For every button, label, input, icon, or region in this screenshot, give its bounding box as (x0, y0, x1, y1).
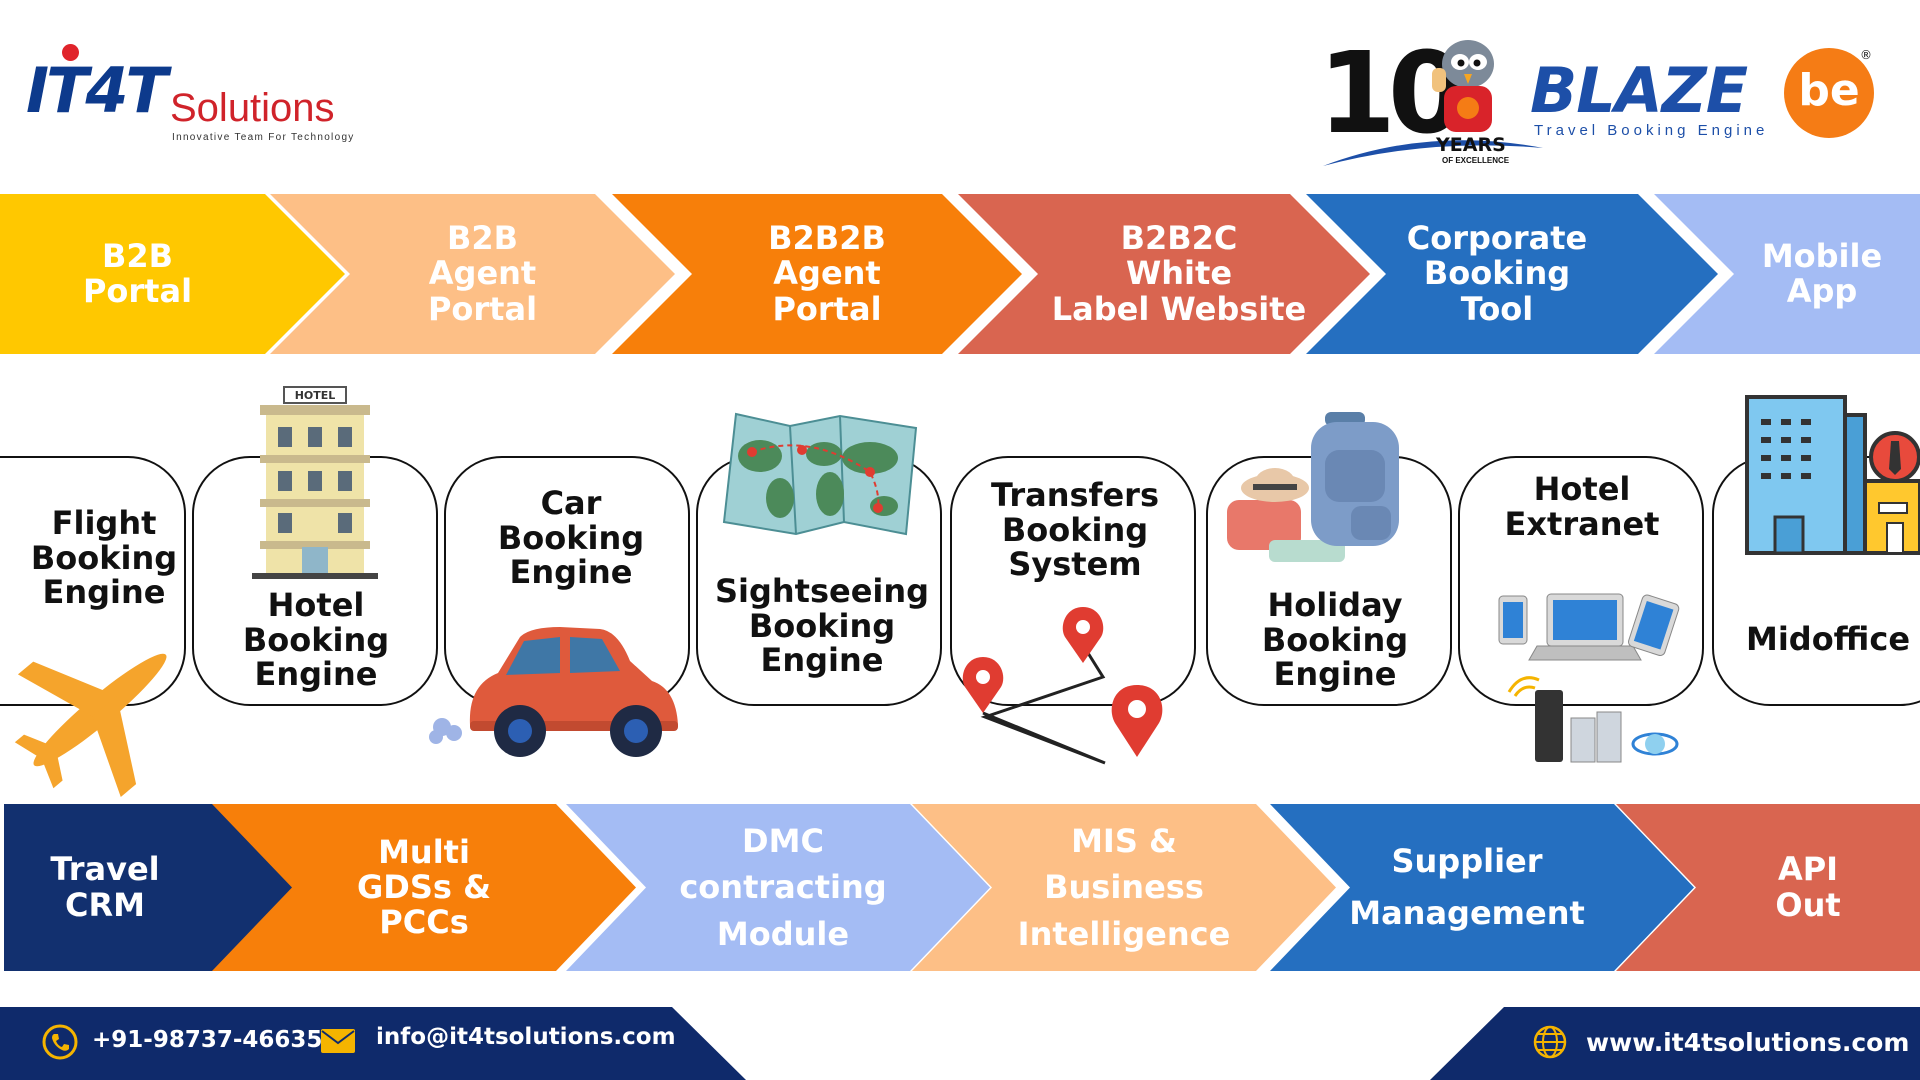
footer-website[interactable]: www.it4tsolutions.com (1586, 1028, 1910, 1057)
card-label-hotel: Hotel Booking Engine (242, 586, 390, 694)
band-item-label: Travel CRM (50, 850, 160, 924)
registered-mark: ® (1860, 48, 1872, 62)
card-label-hotel-extranet: Hotel Extranet (1504, 470, 1660, 543)
svg-text:HOTEL: HOTEL (295, 389, 336, 402)
luggage-icon (1227, 412, 1399, 562)
bottom-feature-band: Travel CRM Multi GDSs & PCCs DMC contrac… (0, 804, 1920, 971)
footer-phone[interactable]: +91-98737-46635 (92, 1027, 323, 1053)
car-icon (429, 627, 678, 757)
band-item-label: DMC contracting Module (679, 821, 887, 953)
map-icon (722, 412, 918, 536)
logo-tagline: Innovative Team For Technology (172, 132, 355, 143)
band-item-label: Multi GDSs & PCCs (357, 832, 491, 942)
band-item-label: B2B2B Agent Portal (768, 219, 886, 328)
swoosh-icon (1323, 140, 1543, 166)
excellence-text: OF EXCELLENCE (1442, 156, 1510, 165)
footer-email[interactable]: info@it4tsolutions.com (376, 1024, 676, 1050)
band-item-label: Supplier Management (1349, 842, 1585, 932)
location-pin-icon (962, 607, 1163, 765)
hotel-icon: HOTEL (252, 386, 378, 579)
band-item-label: B2B2C White Label Website (1051, 219, 1307, 328)
brand-badge: be (1784, 48, 1874, 138)
logo-dot (62, 44, 79, 61)
phone-icon (42, 1024, 78, 1060)
brand-name: BLAZE (1530, 54, 1748, 127)
logo-mark: IT4T (26, 54, 168, 127)
card-label-transfers: Transfers Booking System (991, 476, 1159, 584)
band-item-label: Corporate Booking Tool (1406, 219, 1588, 328)
footer-contact-bar (0, 1007, 746, 1080)
anniversary-number: 10 (1318, 29, 1466, 159)
band-item-label: B2B Agent Portal (427, 219, 538, 328)
blaze-logo: 10 YEARS OF EXCELLENCE BLAZE Travel Book… (1318, 30, 1878, 170)
years-text: YEARS (1436, 134, 1506, 156)
band-item-b2b2c-white-label: B2B2C White Label Website (958, 194, 1370, 354)
devices-icon (1498, 593, 1680, 763)
globe-icon (1533, 1025, 1567, 1059)
band-item-label: API Out (1775, 850, 1841, 924)
band-item-label: B2B Portal (82, 236, 193, 310)
card-label-flight: Flight Booking Engine (30, 504, 178, 612)
logo-name: Solutions (170, 86, 335, 130)
office-building-icon (1745, 395, 1920, 555)
band-item-b2b-agent-portal: B2B Agent Portal (270, 194, 675, 354)
brand-subtitle: Travel Booking Engine (1534, 122, 1769, 139)
band-item-label: Mobile App (1761, 236, 1883, 310)
card-hotel-extranet (1458, 456, 1704, 706)
band-item-b2b-portal: B2B Portal (0, 194, 345, 354)
card-label-holiday: Holiday Booking Engine (1261, 586, 1409, 694)
airplane-icon (14, 653, 167, 797)
top-feature-band: B2B Portal B2B Agent Portal B2B2B Agent … (0, 194, 1920, 354)
footer-website-bar (1430, 1007, 1920, 1080)
card-label-sightseeing: Sightseeing Booking Engine (714, 572, 930, 680)
email-icon (321, 1029, 355, 1053)
band-item-supplier-management: Supplier Management (1270, 804, 1694, 971)
card-label-car: Car Booking Engine (497, 484, 645, 592)
mascot-icon (1432, 40, 1494, 132)
band-item-label: MIS & Business Intelligence (1017, 821, 1231, 953)
it4t-logo: IT4T Solutions Innovative Team For Techn… (26, 44, 386, 154)
card-label-midoffice: Midoffice (1745, 620, 1911, 658)
